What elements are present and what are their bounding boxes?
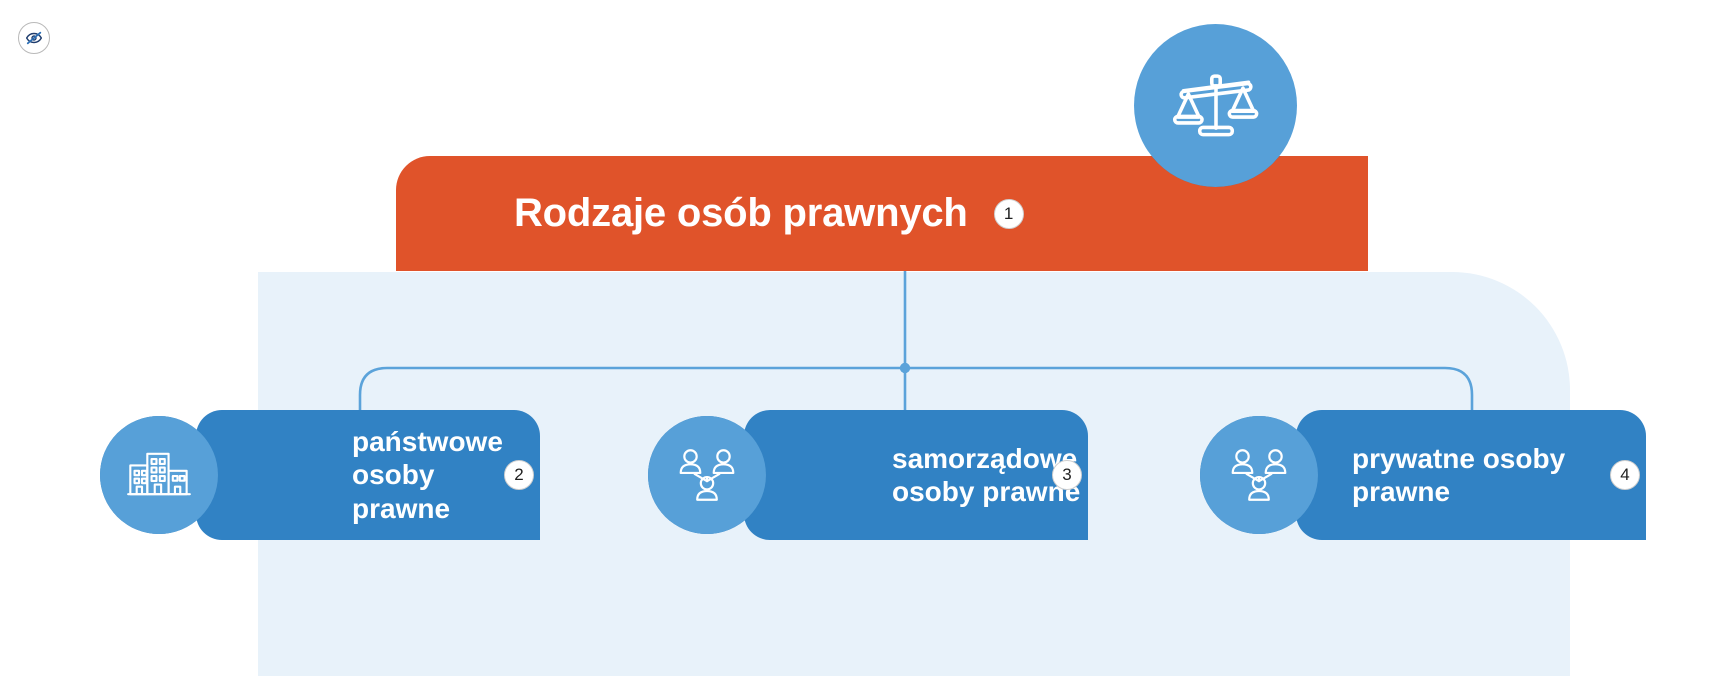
node-box[interactable]: państwowe osoby prawne [196, 410, 540, 540]
header-badge[interactable]: 1 [993, 198, 1024, 229]
people-group-icon [648, 416, 766, 534]
node-badge[interactable]: 3 [1052, 460, 1082, 490]
office-buildings-icon [100, 416, 218, 534]
node-box[interactable]: prywatne osoby prawne [1296, 410, 1646, 540]
node-box[interactable]: samorządowe osoby prawne [744, 410, 1088, 540]
node-badge[interactable]: 2 [504, 460, 534, 490]
node-samorzadowe[interactable]: samorządowe osoby prawne 3 [648, 410, 1088, 540]
node-badge-wrap: 2 [504, 460, 534, 490]
people-group-icon [1200, 416, 1318, 534]
node-badge[interactable]: 4 [1610, 460, 1640, 490]
header-bar-inner: Rodzaje osób prawnych 1 [396, 191, 1024, 236]
people-group-glyph [679, 449, 735, 501]
eye-off-glyph [25, 31, 43, 45]
node-label: państwowe osoby prawne [352, 426, 503, 524]
scales-of-justice-icon [1134, 24, 1297, 187]
node-badge-wrap: 3 [1052, 460, 1082, 490]
node-label: prywatne osoby prawne [1352, 442, 1566, 507]
node-badge-wrap: 4 [1610, 460, 1640, 490]
scales-glyph [1172, 73, 1258, 136]
eye-off-icon[interactable] [18, 22, 50, 54]
people-group-glyph [1231, 449, 1287, 501]
buildings-glyph [127, 452, 191, 496]
node-panstwowe[interactable]: państwowe osoby prawne [100, 410, 540, 540]
page-title: Rodzaje osób prawnych [514, 191, 968, 235]
node-prywatne[interactable]: prywatne osoby prawne 4 [1200, 410, 1646, 540]
